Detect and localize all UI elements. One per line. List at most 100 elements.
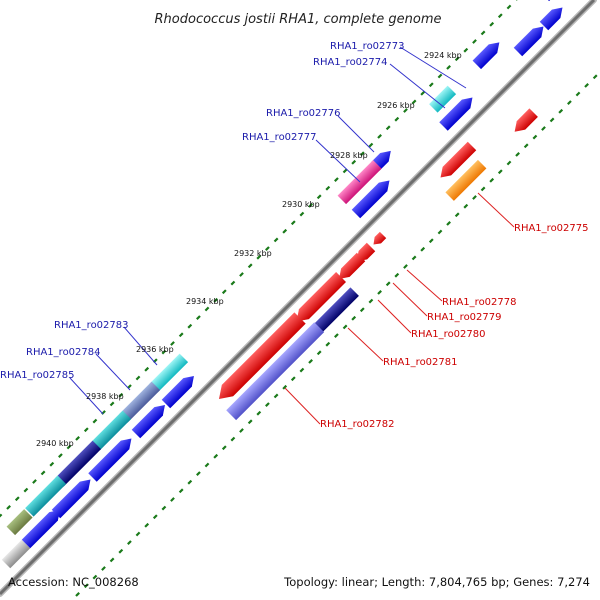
tick-mark (282, 384, 288, 390)
gene-ro02778[interactable] (370, 231, 387, 248)
gene-ro02773[interactable] (472, 38, 504, 70)
tick-mark (109, 557, 115, 563)
tick-mark (135, 531, 141, 537)
scale-label-2932: 2932 kbp (234, 249, 272, 258)
tick-mark (523, 143, 529, 149)
tick-mark (239, 428, 244, 433)
tick-mark (178, 488, 184, 494)
gene-ro02775-orange[interactable] (445, 159, 487, 201)
tick-mark (6, 505, 11, 510)
tick-mark (532, 134, 538, 140)
tick-mark (334, 333, 339, 338)
tick-mark (489, 21, 495, 27)
tick-mark (377, 290, 382, 295)
gene-label-ro02774[interactable]: RHA1_ro02774 (313, 57, 388, 68)
gene-ro02783[interactable] (149, 353, 189, 393)
tick-mark (32, 479, 37, 484)
gene-ro02784[interactable] (119, 381, 161, 423)
tick-mark (368, 298, 374, 304)
tick-mark (359, 151, 365, 157)
gene-label-ro02782[interactable]: RHA1_ro02782 (320, 419, 395, 430)
tick-mark (221, 289, 227, 295)
tick-mark (66, 444, 72, 450)
tick-mark (454, 212, 460, 218)
tick-mark (144, 522, 150, 528)
tick-mark (187, 479, 193, 485)
gene-ro02782[interactable] (226, 322, 325, 421)
tick-mark (463, 203, 469, 209)
scale-labels: 2924 kbp 2926 kbp 2928 kbp 2930 kbp 2932… (36, 51, 462, 448)
gene-label-ro02773[interactable]: RHA1_ro02773 (330, 41, 405, 52)
gene-ro02780[interactable] (335, 252, 366, 284)
tick-mark (290, 220, 296, 226)
tick-mark (170, 497, 175, 502)
gene-label-ro02779[interactable]: RHA1_ro02779 (427, 312, 502, 323)
tick-mark (403, 108, 408, 113)
scale-label-2938: 2938 kbp (86, 392, 124, 401)
tick-mark (170, 341, 175, 346)
gene-ro02775[interactable] (436, 141, 477, 182)
tick-mark (497, 169, 503, 175)
tick-mark (368, 142, 374, 148)
gene-label-ro02778[interactable]: RHA1_ro02778 (442, 297, 517, 308)
tick-mark (213, 297, 219, 303)
tick-mark (497, 13, 503, 19)
tick-mark (290, 376, 296, 382)
gene-label-ro02780[interactable]: RHA1_ro02780 (411, 329, 486, 340)
tick-mark (92, 574, 98, 580)
tick-mark (592, 74, 598, 80)
gene-label-ro02777[interactable]: RHA1_ro02777 (242, 132, 317, 143)
tick-mark (403, 264, 408, 269)
map-title: Rhodococcus jostii RHA1, complete genome (155, 12, 442, 27)
tick-mark (515, 152, 520, 157)
accession-text: Accession: NC_008268 (8, 575, 139, 589)
tick-mark (230, 280, 236, 286)
tick-mark (196, 471, 201, 476)
gene-ro02785[interactable] (91, 410, 132, 451)
tick-mark (506, 4, 512, 10)
gene-label-ro02783[interactable]: RHA1_ro02783 (54, 320, 129, 331)
tick-mark (394, 116, 400, 122)
gene-label-ro02784[interactable]: RHA1_ro02784 (26, 347, 101, 358)
callout-ro02782 (284, 387, 321, 425)
callout-ro02781 (347, 327, 384, 362)
tick-mark (118, 392, 124, 398)
gene-label-ro02776[interactable]: RHA1_ro02776 (266, 108, 341, 119)
tick-mark (463, 47, 469, 53)
tick-mark (351, 315, 357, 321)
tick-mark (549, 117, 555, 123)
tick-mark (420, 246, 426, 252)
tick-mark (92, 418, 98, 424)
tick-mark (558, 108, 564, 114)
scale-label-2936: 2936 kbp (136, 345, 174, 354)
gene-label-ro02775[interactable]: RHA1_ro02775 (514, 223, 589, 234)
gene-label-ro02785[interactable]: RHA1_ro02785 (0, 370, 75, 381)
tick-mark (480, 30, 486, 36)
tick-mark (75, 436, 80, 441)
gene-ro02774[interactable] (429, 85, 457, 113)
tick-mark (454, 56, 460, 62)
gene-ro02782-red[interactable] (213, 312, 306, 404)
tick-mark (420, 90, 426, 96)
tick-mark (109, 401, 115, 407)
tick-mark (377, 134, 382, 139)
tick-mark (325, 185, 331, 191)
gene-block (131, 404, 165, 439)
gene-ro02779[interactable] (352, 242, 376, 266)
tick-mark (256, 410, 262, 416)
tick-mark (308, 359, 313, 364)
tick-mark (385, 125, 391, 131)
tick-mark (58, 453, 63, 458)
tick-mark (144, 366, 150, 372)
tick-mark (359, 307, 365, 313)
gene-block (439, 97, 473, 131)
tick-mark (204, 462, 210, 468)
tick-mark (316, 194, 322, 200)
gene-label-ro02781[interactable]: RHA1_ro02781 (383, 357, 458, 368)
tick-mark (480, 186, 486, 192)
callout-ro02775 (477, 192, 515, 228)
callout-ro02777 (315, 139, 361, 183)
tick-mark (161, 349, 167, 355)
gene-ro02781-red[interactable] (292, 272, 346, 326)
